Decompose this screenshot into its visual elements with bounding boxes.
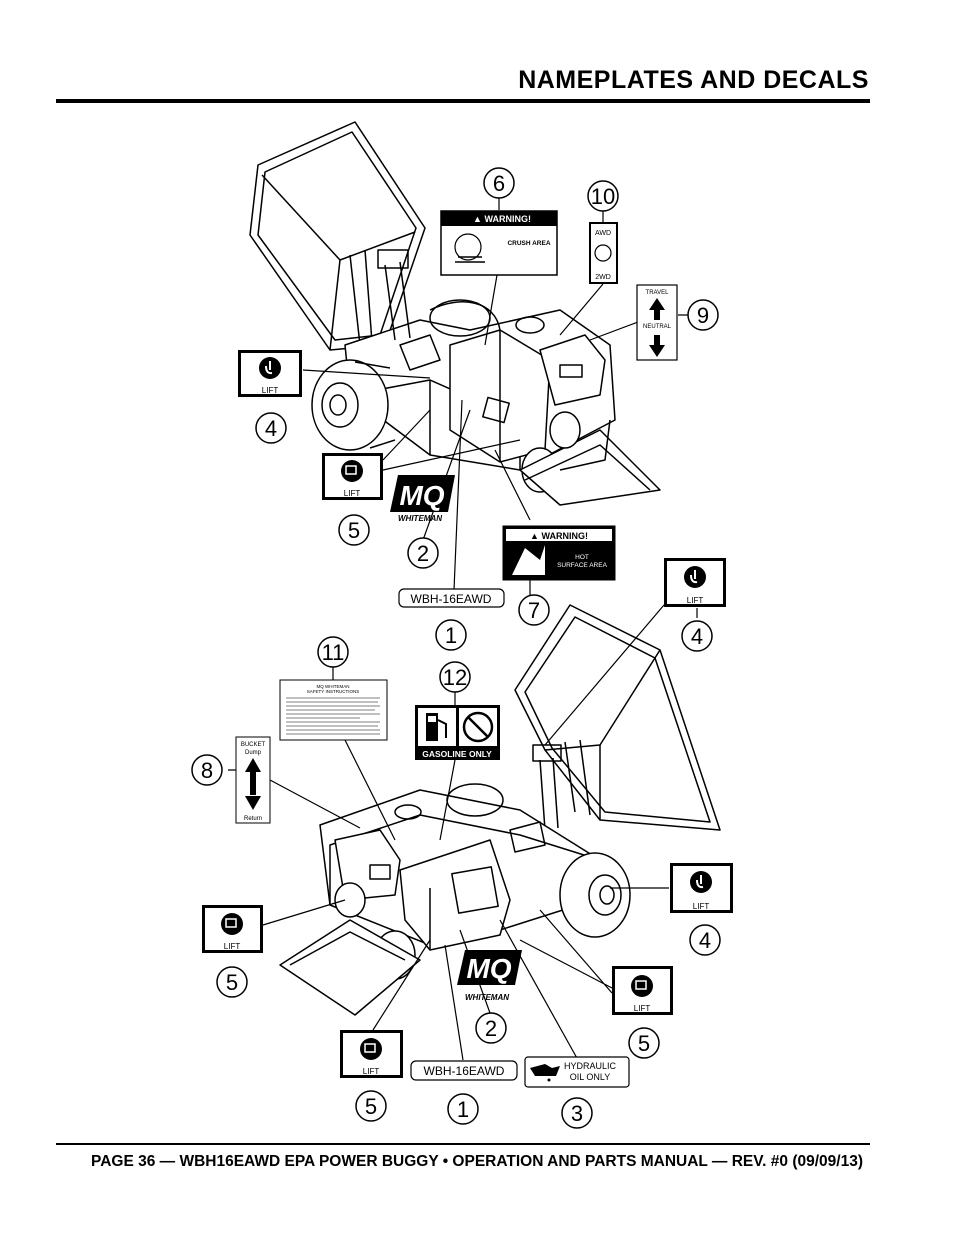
svg-text:Dump: Dump bbox=[245, 750, 262, 756]
svg-text:LIFT: LIFT bbox=[693, 902, 710, 911]
svg-text:5: 5 bbox=[365, 1094, 377, 1119]
svg-text:LIFT: LIFT bbox=[344, 489, 361, 498]
callout-9: 9 bbox=[687, 299, 719, 331]
svg-text:TRAVEL: TRAVEL bbox=[646, 290, 670, 296]
callout-4b: 4 bbox=[681, 620, 713, 652]
svg-text:OIL ONLY: OIL ONLY bbox=[570, 1072, 611, 1082]
callout-10: 10 bbox=[587, 180, 619, 212]
bottom-machine-drawing bbox=[279, 604, 721, 1016]
svg-text:HOT: HOT bbox=[575, 554, 589, 561]
svg-text:LIFT: LIFT bbox=[687, 596, 704, 605]
callout-11: 11 bbox=[317, 636, 349, 668]
crush-area-warning-decal: ▲ WARNING! CRUSH AREA bbox=[440, 210, 558, 276]
callout-12: 12 bbox=[439, 661, 471, 693]
page-footer: PAGE 36 — WBH16EAWD EPA POWER BUGGY • OP… bbox=[91, 1153, 863, 1170]
callout-2a: 2 bbox=[407, 537, 439, 569]
callout-5c: 5 bbox=[628, 1027, 660, 1059]
lift-decal-5b: LIFT bbox=[202, 905, 263, 953]
lift-decal-5a: LIFT bbox=[322, 453, 383, 500]
svg-text:7: 7 bbox=[528, 598, 540, 623]
model-plate-top: WBH-16EAWD bbox=[398, 588, 505, 608]
svg-text:Return: Return bbox=[244, 816, 262, 822]
callout-5d: 5 bbox=[355, 1090, 387, 1122]
hot-surface-warning-decal: ▲ WARNING! HOT SURFACE AREA bbox=[502, 525, 616, 581]
callout-1a: 1 bbox=[435, 619, 467, 651]
svg-text:2: 2 bbox=[485, 1016, 497, 1041]
travel-neutral-decal: TRAVEL NEUTRAL bbox=[636, 284, 678, 361]
callout-5b: 5 bbox=[216, 966, 248, 998]
svg-text:MQ WHITEMAN: MQ WHITEMAN bbox=[317, 684, 350, 689]
svg-text:HYDRAULIC: HYDRAULIC bbox=[564, 1061, 617, 1071]
svg-text:12: 12 bbox=[443, 665, 467, 690]
svg-text:2WD: 2WD bbox=[595, 274, 611, 281]
svg-text:3: 3 bbox=[571, 1101, 583, 1126]
svg-text:LIFT: LIFT bbox=[224, 942, 241, 951]
header-rule bbox=[56, 99, 870, 103]
callout-5a: 5 bbox=[338, 514, 370, 546]
callouts: 6 10 9 4 5 2 7 1 4 11 12 8 4 5 2 5 5 1 3 bbox=[191, 167, 721, 1129]
svg-text:WBH-16EAWD: WBH-16EAWD bbox=[424, 1064, 505, 1078]
svg-text:5: 5 bbox=[226, 970, 238, 995]
svg-text:4: 4 bbox=[265, 416, 277, 441]
svg-text:WHITEMAN: WHITEMAN bbox=[398, 514, 442, 523]
svg-text:5: 5 bbox=[348, 518, 360, 543]
callout-1b: 1 bbox=[447, 1093, 479, 1125]
svg-text:NEUTRAL: NEUTRAL bbox=[643, 324, 672, 330]
footer-rule bbox=[56, 1143, 870, 1145]
callout-7: 7 bbox=[518, 594, 550, 626]
svg-text:MQ: MQ bbox=[399, 480, 444, 511]
svg-text:MQ: MQ bbox=[466, 953, 511, 984]
model-plate-bottom: WBH-16EAWD bbox=[410, 1060, 518, 1081]
callout-4a: 4 bbox=[255, 412, 287, 444]
svg-text:10: 10 bbox=[591, 184, 615, 209]
svg-text:▲ WARNING!: ▲ WARNING! bbox=[530, 531, 588, 541]
svg-text:GASOLINE ONLY: GASOLINE ONLY bbox=[422, 749, 492, 759]
svg-text:11: 11 bbox=[322, 640, 345, 665]
lift-decal-5c: LIFT bbox=[612, 966, 673, 1015]
hydraulic-oil-only-decal: HYDRAULIC OIL ONLY bbox=[524, 1056, 630, 1088]
top-machine-drawing bbox=[249, 121, 661, 506]
svg-text:4: 4 bbox=[691, 624, 703, 649]
svg-text:2: 2 bbox=[417, 541, 429, 566]
callout-6: 6 bbox=[483, 167, 515, 199]
svg-text:LIFT: LIFT bbox=[634, 1004, 651, 1013]
callout-2b: 2 bbox=[475, 1012, 507, 1044]
awd-2wd-decal: AWD 2WD bbox=[589, 222, 618, 284]
svg-text:CRUSH AREA: CRUSH AREA bbox=[507, 240, 550, 247]
gasoline-only-decal: GASOLINE ONLY bbox=[415, 705, 500, 760]
mq-whiteman-logo-top: MQ WHITEMAN bbox=[390, 475, 455, 523]
bucket-dump-return-decal: BUCKET Dump Return bbox=[235, 736, 271, 824]
callout-4c: 4 bbox=[689, 924, 721, 956]
svg-text:AWD: AWD bbox=[595, 230, 611, 237]
svg-text:5: 5 bbox=[638, 1031, 650, 1056]
leader-lines bbox=[228, 197, 698, 1061]
svg-text:8: 8 bbox=[201, 758, 213, 783]
svg-text:LIFT: LIFT bbox=[363, 1067, 380, 1076]
lift-decal-4a: LIFT bbox=[238, 350, 302, 397]
lift-decal-4b: LIFT bbox=[664, 558, 726, 607]
svg-text:6: 6 bbox=[493, 171, 505, 196]
svg-text:WHITEMAN: WHITEMAN bbox=[465, 993, 509, 1002]
svg-text:LIFT: LIFT bbox=[262, 386, 279, 395]
lift-decal-4c: LIFT bbox=[670, 863, 733, 913]
lift-decal-5d: LIFT bbox=[340, 1030, 403, 1078]
svg-text:WBH-16EAWD: WBH-16EAWD bbox=[411, 592, 492, 606]
svg-text:BUCKET: BUCKET bbox=[241, 742, 266, 748]
safety-instructions-decal: MQ WHITEMAN SAFETY INSTRUCTIONS bbox=[279, 679, 388, 741]
svg-text:9: 9 bbox=[697, 303, 709, 328]
callout-3: 3 bbox=[561, 1097, 593, 1129]
callout-8: 8 bbox=[191, 754, 223, 786]
svg-text:SAFETY INSTRUCTIONS: SAFETY INSTRUCTIONS bbox=[307, 689, 359, 694]
svg-text:1: 1 bbox=[457, 1097, 469, 1122]
page-title: NAMEPLATES AND DECALS bbox=[518, 66, 869, 94]
svg-text:4: 4 bbox=[699, 928, 711, 953]
svg-text:▲ WARNING!: ▲ WARNING! bbox=[473, 214, 531, 224]
svg-text:SURFACE AREA: SURFACE AREA bbox=[557, 562, 608, 569]
mq-whiteman-logo-bottom: MQ WHITEMAN bbox=[457, 950, 522, 1002]
svg-text:1: 1 bbox=[445, 623, 457, 648]
